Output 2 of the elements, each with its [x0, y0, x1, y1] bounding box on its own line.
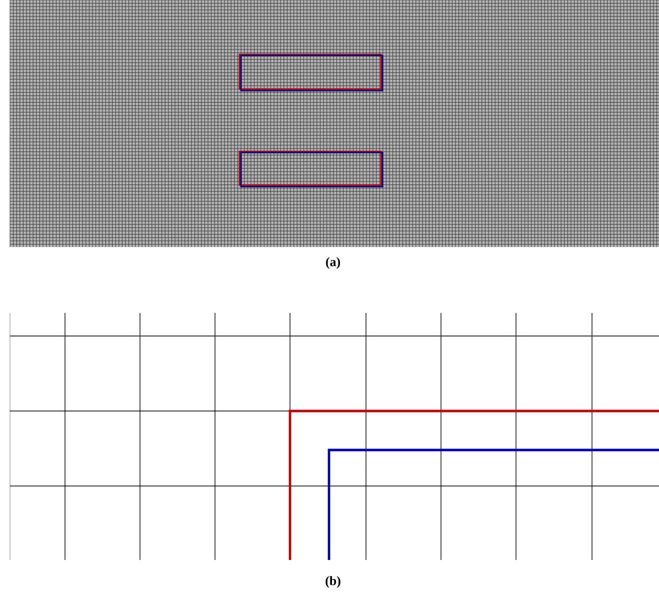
caption-label: (a)	[326, 257, 340, 269]
caption-label: (b)	[326, 576, 340, 588]
